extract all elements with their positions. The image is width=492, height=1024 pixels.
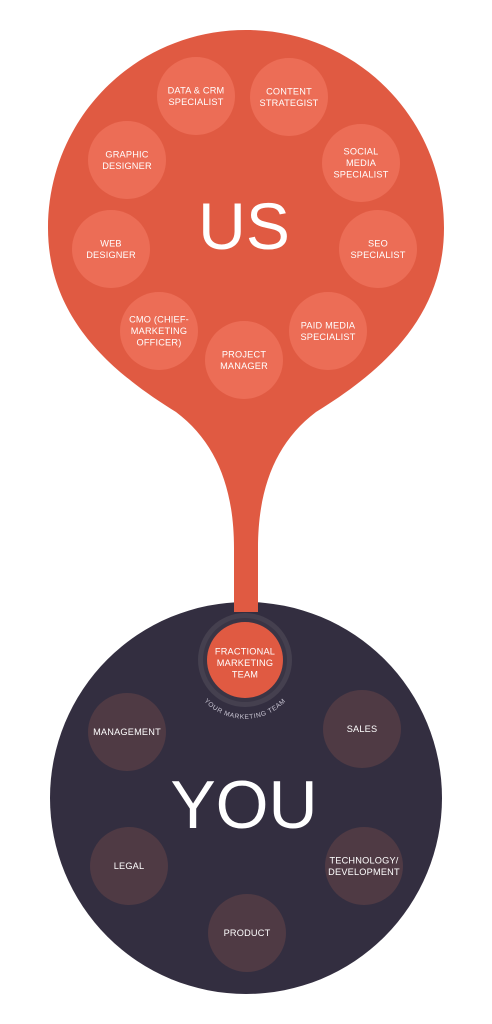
role-node-circle [120, 292, 198, 370]
role-node-circle [72, 210, 150, 288]
us-drop-shape [48, 30, 444, 612]
department-node-label: TECHNOLOGY/DEVELOPMENT [328, 855, 400, 877]
role-node-content-strategist: CONTENT STRATEGIST [250, 58, 328, 136]
role-node-circle [339, 210, 417, 288]
label-line: SALES [347, 724, 378, 734]
department-node-circle [90, 827, 168, 905]
role-node-label: GRAPHIC DESIGNER [102, 149, 152, 171]
label-line: SPECIALIST [350, 250, 405, 260]
label-line: LEGAL [114, 861, 145, 871]
role-node-circle [322, 124, 400, 202]
label-line: TEAM [232, 670, 258, 680]
label-line: MARKETING [217, 658, 273, 668]
role-node-circle [88, 121, 166, 199]
label-line: SPECIALIST [168, 97, 223, 107]
department-node-technology-development: TECHNOLOGY/DEVELOPMENT [325, 827, 403, 905]
label-line: MANAGEMENT [93, 727, 161, 737]
role-node-label: PAID MEDIA SPECIALIST [300, 320, 355, 342]
label-line: DESIGNER [102, 161, 152, 171]
label-line: PRODUCT [224, 928, 271, 938]
department-node-circle [323, 690, 401, 768]
label-line: TECHNOLOGY/ [329, 855, 398, 865]
department-node-label: MANAGEMENT [93, 727, 161, 737]
label-line: GRAPHIC [105, 149, 148, 159]
department-node-label: PRODUCT [224, 928, 271, 938]
label-line: DATA & CRM [168, 85, 225, 95]
label-line: CMO (CHIEF- [129, 315, 189, 325]
role-node-circle [289, 292, 367, 370]
role-node-circle [250, 58, 328, 136]
label-line: DEVELOPMENT [328, 867, 400, 877]
you-title: YOU [170, 767, 317, 843]
label-line: MARKETING [131, 326, 187, 336]
role-node-cmo: CMO (CHIEF-MARKETING OFFICER) [120, 292, 198, 370]
department-node-label: LEGAL [114, 861, 145, 871]
department-node-circle [88, 693, 166, 771]
role-node-circle [205, 321, 283, 399]
label-line: MEDIA [346, 158, 377, 168]
role-node-paid-media-specialist: PAID MEDIA SPECIALIST [289, 292, 367, 370]
label-line: DESIGNER [86, 250, 136, 260]
role-node-label: CONTENT STRATEGIST [260, 86, 319, 108]
department-node-label: SALES [347, 724, 378, 734]
role-node-project-manager: PROJECT MANAGER [205, 321, 283, 399]
department-node-circle [208, 894, 286, 972]
department-node-sales: SALES [323, 690, 401, 768]
department-node-legal: LEGAL [90, 827, 168, 905]
you-department-nodes: MANAGEMENT SALES LEGAL TECHNOLOGY/DEVELOPME… [88, 690, 403, 972]
label-line: FRACTIONAL [215, 647, 275, 657]
department-node-product: PRODUCT [208, 894, 286, 972]
role-node-label: CMO (CHIEF-MARKETING OFFICER) [129, 315, 189, 348]
role-node-circle [157, 57, 235, 135]
role-node-web-designer: WEB DESIGNER [72, 210, 150, 288]
label-line: PROJECT [222, 349, 266, 359]
label-line: SPECIALIST [333, 170, 388, 180]
label-line: PAID MEDIA [301, 320, 356, 330]
label-line: CONTENT [266, 86, 312, 96]
department-node-management: MANAGEMENT [88, 693, 166, 771]
us-role-nodes: DATA & CRM SPECIALIST CONTENT STRATEGIST GRA… [72, 57, 417, 399]
role-node-data-crm-specialist: DATA & CRM SPECIALIST [157, 57, 235, 135]
label-line: SOCIAL [344, 147, 379, 157]
label-line: OFFICER) [137, 338, 182, 348]
label-line: WEB [100, 238, 122, 248]
role-node-seo-specialist: SEO SPECIALIST [339, 210, 417, 288]
label-line: STRATEGIST [260, 98, 319, 108]
role-node-label: PROJECT MANAGER [220, 349, 268, 371]
us-title: US [198, 189, 290, 263]
role-node-label: SEO SPECIALIST [350, 238, 405, 260]
label-line: MANAGER [220, 361, 268, 371]
label-line: SEO [368, 238, 388, 248]
role-node-label: WEB DESIGNER [86, 238, 136, 260]
role-node-label: DATA & CRM SPECIALIST [168, 85, 225, 107]
role-node-graphic-designer: GRAPHIC DESIGNER [88, 121, 166, 199]
label-line: SPECIALIST [300, 332, 355, 342]
department-node-circle [325, 827, 403, 905]
bridge-node-circle [207, 622, 283, 698]
